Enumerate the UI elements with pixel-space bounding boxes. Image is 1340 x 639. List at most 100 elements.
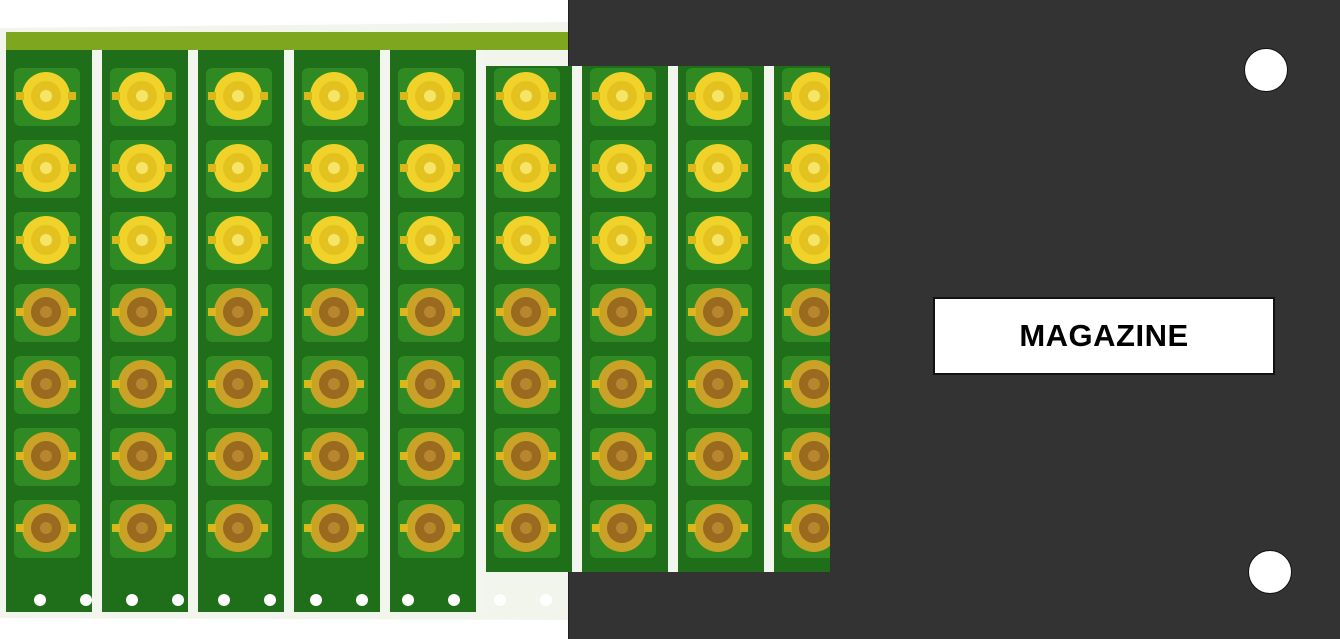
pcb-pad-center (808, 234, 820, 246)
pcb-pin-left (400, 380, 408, 388)
pcb-pin-left (304, 236, 312, 244)
pcb-pin-left (16, 308, 24, 316)
pcb-pad-center (808, 450, 820, 462)
pcb-pad-center (232, 522, 244, 534)
pcb-pad-center (328, 162, 340, 174)
pcb-pad-center (712, 90, 724, 102)
pcb-pad-center (520, 450, 532, 462)
pcb-pin-right (740, 92, 748, 100)
pcb-pin-right (164, 308, 172, 316)
pcb-pad-center (328, 450, 340, 462)
pcb-pin-left (592, 524, 600, 532)
pcb-pin-right (644, 524, 652, 532)
pcb-pin-left (208, 380, 216, 388)
pcb-pin-left (400, 524, 408, 532)
pcb-pin-right (356, 524, 364, 532)
pcb-pad-center (808, 90, 820, 102)
pcb-pin-left (688, 380, 696, 388)
pcb-pin-right (740, 236, 748, 244)
pcb-pad-center (40, 90, 52, 102)
pcb-pad-center (616, 90, 628, 102)
pcb-pin-right (68, 308, 76, 316)
pcb-panel-photo (0, 22, 830, 620)
pcb-pin-left (496, 452, 504, 460)
pcb-pin-left (688, 236, 696, 244)
pcb-pad-center (328, 90, 340, 102)
pcb-tooling-hole (172, 594, 184, 606)
pcb-pin-right (548, 452, 556, 460)
pcb-pin-left (496, 524, 504, 532)
pcb-pin-left (208, 164, 216, 172)
pcb-pad-center (232, 90, 244, 102)
pcb-tooling-hole (402, 594, 414, 606)
pcb-separator (668, 66, 676, 572)
pcb-pad-center (520, 162, 532, 174)
pcb-pad-center (712, 522, 724, 534)
pcb-pin-right (356, 92, 364, 100)
pcb-pin-left (304, 92, 312, 100)
pcb-pin-right (356, 308, 364, 316)
pcb-pin-left (16, 452, 24, 460)
pcb-separator (476, 36, 484, 612)
pcb-tooling-hole (310, 594, 322, 606)
pcb-pin-left (784, 164, 792, 172)
pcb-pin-right (164, 524, 172, 532)
pcb-pin-left (304, 308, 312, 316)
pcb-pin-right (740, 524, 748, 532)
pcb-pin-left (16, 92, 24, 100)
pcb-pad-center (520, 522, 532, 534)
pcb-pin-right (164, 236, 172, 244)
pcb-pin-left (784, 308, 792, 316)
pcb-pin-left (688, 524, 696, 532)
magazine-label-box: MAGAZINE (933, 297, 1275, 375)
pcb-pin-left (784, 92, 792, 100)
pcb-pad-center (424, 450, 436, 462)
pcb-pin-right (644, 380, 652, 388)
pcb-pad-center (616, 522, 628, 534)
pcb-pin-right (68, 164, 76, 172)
pcb-pin-left (496, 92, 504, 100)
pcb-pad-center (40, 450, 52, 462)
pcb-pin-left (208, 92, 216, 100)
pcb-pin-right (452, 452, 460, 460)
pcb-pin-left (208, 308, 216, 316)
pcb-pad-center (328, 378, 340, 390)
pcb-pin-left (496, 308, 504, 316)
pcb-pin-left (592, 236, 600, 244)
pcb-pin-left (304, 452, 312, 460)
pcb-pin-right (356, 380, 364, 388)
pcb-pad-center (40, 378, 52, 390)
pcb-pad-center (520, 378, 532, 390)
pcb-pin-right (68, 92, 76, 100)
pcb-pin-left (16, 164, 24, 172)
pcb-pin-right (260, 524, 268, 532)
pcb-pin-left (592, 92, 600, 100)
pcb-pad-center (40, 306, 52, 318)
pcb-separator (380, 36, 388, 612)
pcb-pin-right (260, 164, 268, 172)
pcb-pin-left (208, 452, 216, 460)
pcb-tooling-hole (540, 594, 552, 606)
pcb-pin-left (16, 524, 24, 532)
pcb-pad-center (232, 378, 244, 390)
pcb-pin-left (16, 380, 24, 388)
pcb-pin-left (304, 380, 312, 388)
pcb-separator (572, 66, 580, 572)
pcb-pin-right (356, 452, 364, 460)
pcb-pin-right (740, 308, 748, 316)
pcb-pin-right (644, 236, 652, 244)
pcb-pad-center (136, 234, 148, 246)
pcb-pad-center (424, 162, 436, 174)
pcb-pad-center (40, 162, 52, 174)
pcb-pin-left (688, 308, 696, 316)
pcb-pin-left (400, 164, 408, 172)
pcb-tooling-hole (80, 594, 92, 606)
pcb-pin-left (112, 92, 120, 100)
pcb-pad-center (520, 306, 532, 318)
pcb-pin-left (16, 236, 24, 244)
pcb-pad-center (40, 522, 52, 534)
pcb-pin-left (112, 452, 120, 460)
pcb-pin-left (112, 524, 120, 532)
pcb-pad-center (232, 162, 244, 174)
